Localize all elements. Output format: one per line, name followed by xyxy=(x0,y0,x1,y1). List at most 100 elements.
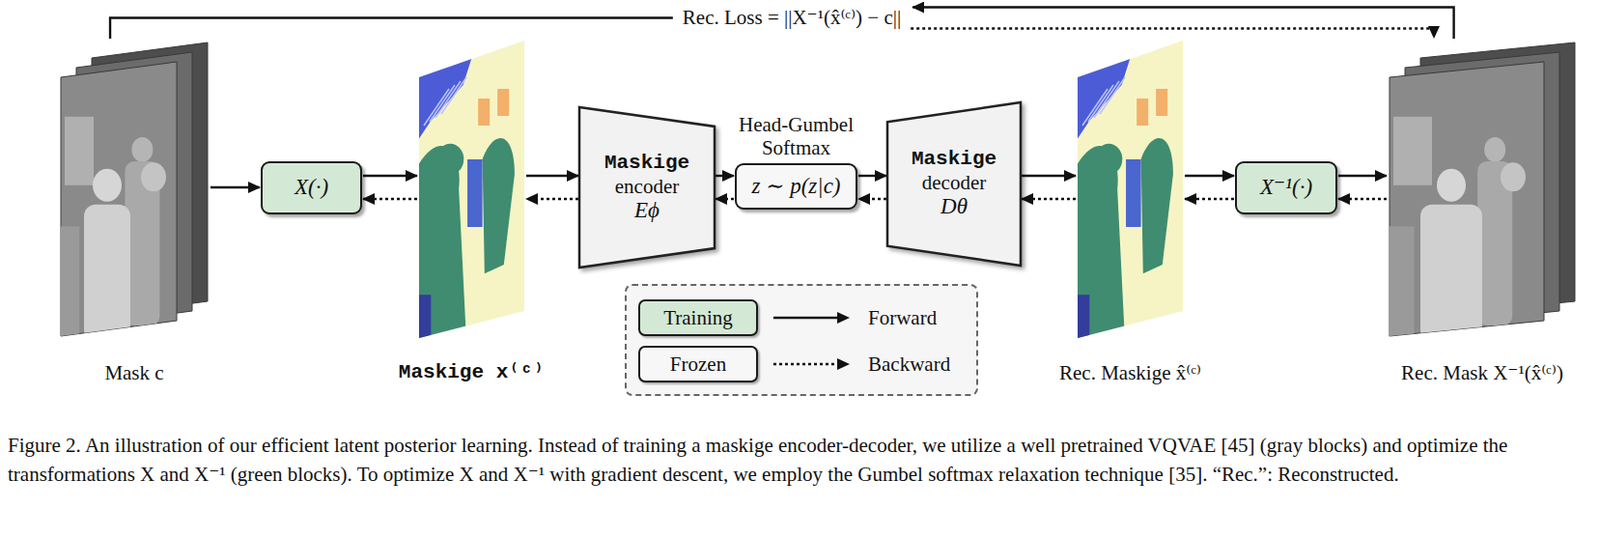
graphic-part xyxy=(1393,116,1432,186)
connector-line xyxy=(363,197,418,200)
connector xyxy=(1338,175,1387,177)
node-label: Rec. Maskige x̂⁽ᶜ⁾ xyxy=(1059,361,1202,385)
graphic-part xyxy=(1484,137,1506,163)
connector xyxy=(526,175,579,177)
graphic-part xyxy=(477,98,490,126)
graphic-part xyxy=(60,225,80,337)
graphic-part xyxy=(1141,138,1174,274)
graphic-part xyxy=(1389,225,1415,337)
mask-stack: Mask c xyxy=(58,38,210,385)
graphic-part xyxy=(436,143,464,175)
legend-label: Backward xyxy=(868,352,951,376)
graphic-part xyxy=(1088,84,1114,122)
legend-label: Forward xyxy=(868,306,937,330)
node-label: Rec. Mask X⁻¹(x̂⁽ᶜ⁾) xyxy=(1401,361,1564,385)
connector-line xyxy=(910,28,1434,39)
graphic-part xyxy=(497,88,509,116)
connector-line xyxy=(526,197,579,200)
connector-line xyxy=(526,174,579,177)
legend-arrowhead xyxy=(837,311,850,324)
graphic-part xyxy=(1076,57,1131,141)
connector-line xyxy=(1021,197,1076,200)
connector xyxy=(858,175,887,177)
transform-box: X⁻¹(·) xyxy=(1235,161,1338,215)
graphic-part xyxy=(1155,88,1168,116)
graphic-part xyxy=(1500,162,1526,192)
graphic-part xyxy=(429,84,455,122)
node-label: Mask c xyxy=(104,361,164,385)
connector-line xyxy=(715,197,734,200)
connector xyxy=(715,198,734,200)
maskige-image: Rec. Maskige x̂⁽ᶜ⁾ xyxy=(1076,38,1184,385)
graphic-part xyxy=(418,294,431,340)
connector-line xyxy=(1021,174,1076,177)
graphic-part xyxy=(60,116,167,340)
connector xyxy=(1184,175,1235,177)
illustration xyxy=(1076,38,1184,340)
connector-line xyxy=(1338,197,1387,200)
graphic-part xyxy=(58,38,210,340)
node-label: Maskige xyxy=(911,147,997,171)
node-label: z ∼ p(z|c) xyxy=(751,173,841,199)
graphic-part xyxy=(1076,38,1184,340)
legend-swatch: Frozen xyxy=(638,345,758,383)
transform-box: X(·) xyxy=(260,161,363,215)
connector-line xyxy=(1184,174,1235,177)
connector-line xyxy=(363,174,418,177)
graphic-part xyxy=(1389,116,1526,340)
connector xyxy=(1021,175,1076,177)
maskige-image: Maskige x⁽ᶜ⁾ xyxy=(418,38,526,385)
legend-arrowhead xyxy=(837,358,850,370)
connector xyxy=(715,175,734,177)
trapezoid-outline xyxy=(887,102,1021,266)
legend-arrow xyxy=(773,316,840,319)
decoder-block: MaskigedecoderDθ xyxy=(887,102,1021,266)
loss-label: Rec. Loss = ||X⁻¹(x̂⁽ᶜ⁾) − c|| xyxy=(678,5,905,30)
legend-box: Training ForwardFrozen Backward xyxy=(624,283,979,396)
connector xyxy=(1184,198,1235,200)
node-label: decoder xyxy=(922,170,986,195)
node-label: X⁻¹(·) xyxy=(1260,174,1313,200)
loss-return-line xyxy=(912,7,1454,40)
graphic-part xyxy=(131,137,153,163)
connector xyxy=(526,198,579,200)
graphic-part xyxy=(418,145,467,340)
graphic-part xyxy=(1094,143,1123,175)
illustration xyxy=(58,38,210,340)
graphic-part xyxy=(418,57,473,141)
graphic-part xyxy=(1076,294,1090,340)
graphic-part xyxy=(1436,168,1466,202)
legend-swatch: Training xyxy=(638,299,758,337)
connector xyxy=(858,198,887,200)
graphic-part xyxy=(64,116,94,186)
encoder-block: MaskigeencoderEϕ xyxy=(579,107,715,268)
connector-line xyxy=(1338,174,1387,177)
node-label: Maskige xyxy=(604,151,690,175)
connector xyxy=(1021,198,1076,200)
node-label: Maskige x⁽ᶜ⁾ xyxy=(398,361,545,385)
graphic-part xyxy=(441,77,467,114)
illustration xyxy=(418,38,526,340)
graphic-part xyxy=(1387,38,1577,340)
connector xyxy=(1338,198,1387,200)
legend-label: Training xyxy=(663,306,733,330)
node-label: X(·) xyxy=(294,174,329,200)
graphic-part xyxy=(1099,77,1125,114)
graphic-part xyxy=(140,162,167,192)
legend-arrow xyxy=(773,363,840,365)
connector xyxy=(363,198,418,200)
connector-line xyxy=(858,174,887,177)
graphic-part xyxy=(92,168,122,202)
graphic-part xyxy=(1136,98,1149,126)
graphic-part xyxy=(482,138,515,274)
connector xyxy=(210,187,260,189)
legend-line-sample xyxy=(771,345,853,383)
connector-line xyxy=(110,18,674,40)
connector-line xyxy=(858,197,887,200)
graphic-part xyxy=(418,57,515,340)
node-label: Head-Gumbel Softmax xyxy=(714,112,879,160)
connector-line xyxy=(1184,197,1235,200)
mask-stack: Rec. Mask X⁻¹(x̂⁽ᶜ⁾) xyxy=(1387,38,1577,385)
connector-line xyxy=(210,186,260,189)
